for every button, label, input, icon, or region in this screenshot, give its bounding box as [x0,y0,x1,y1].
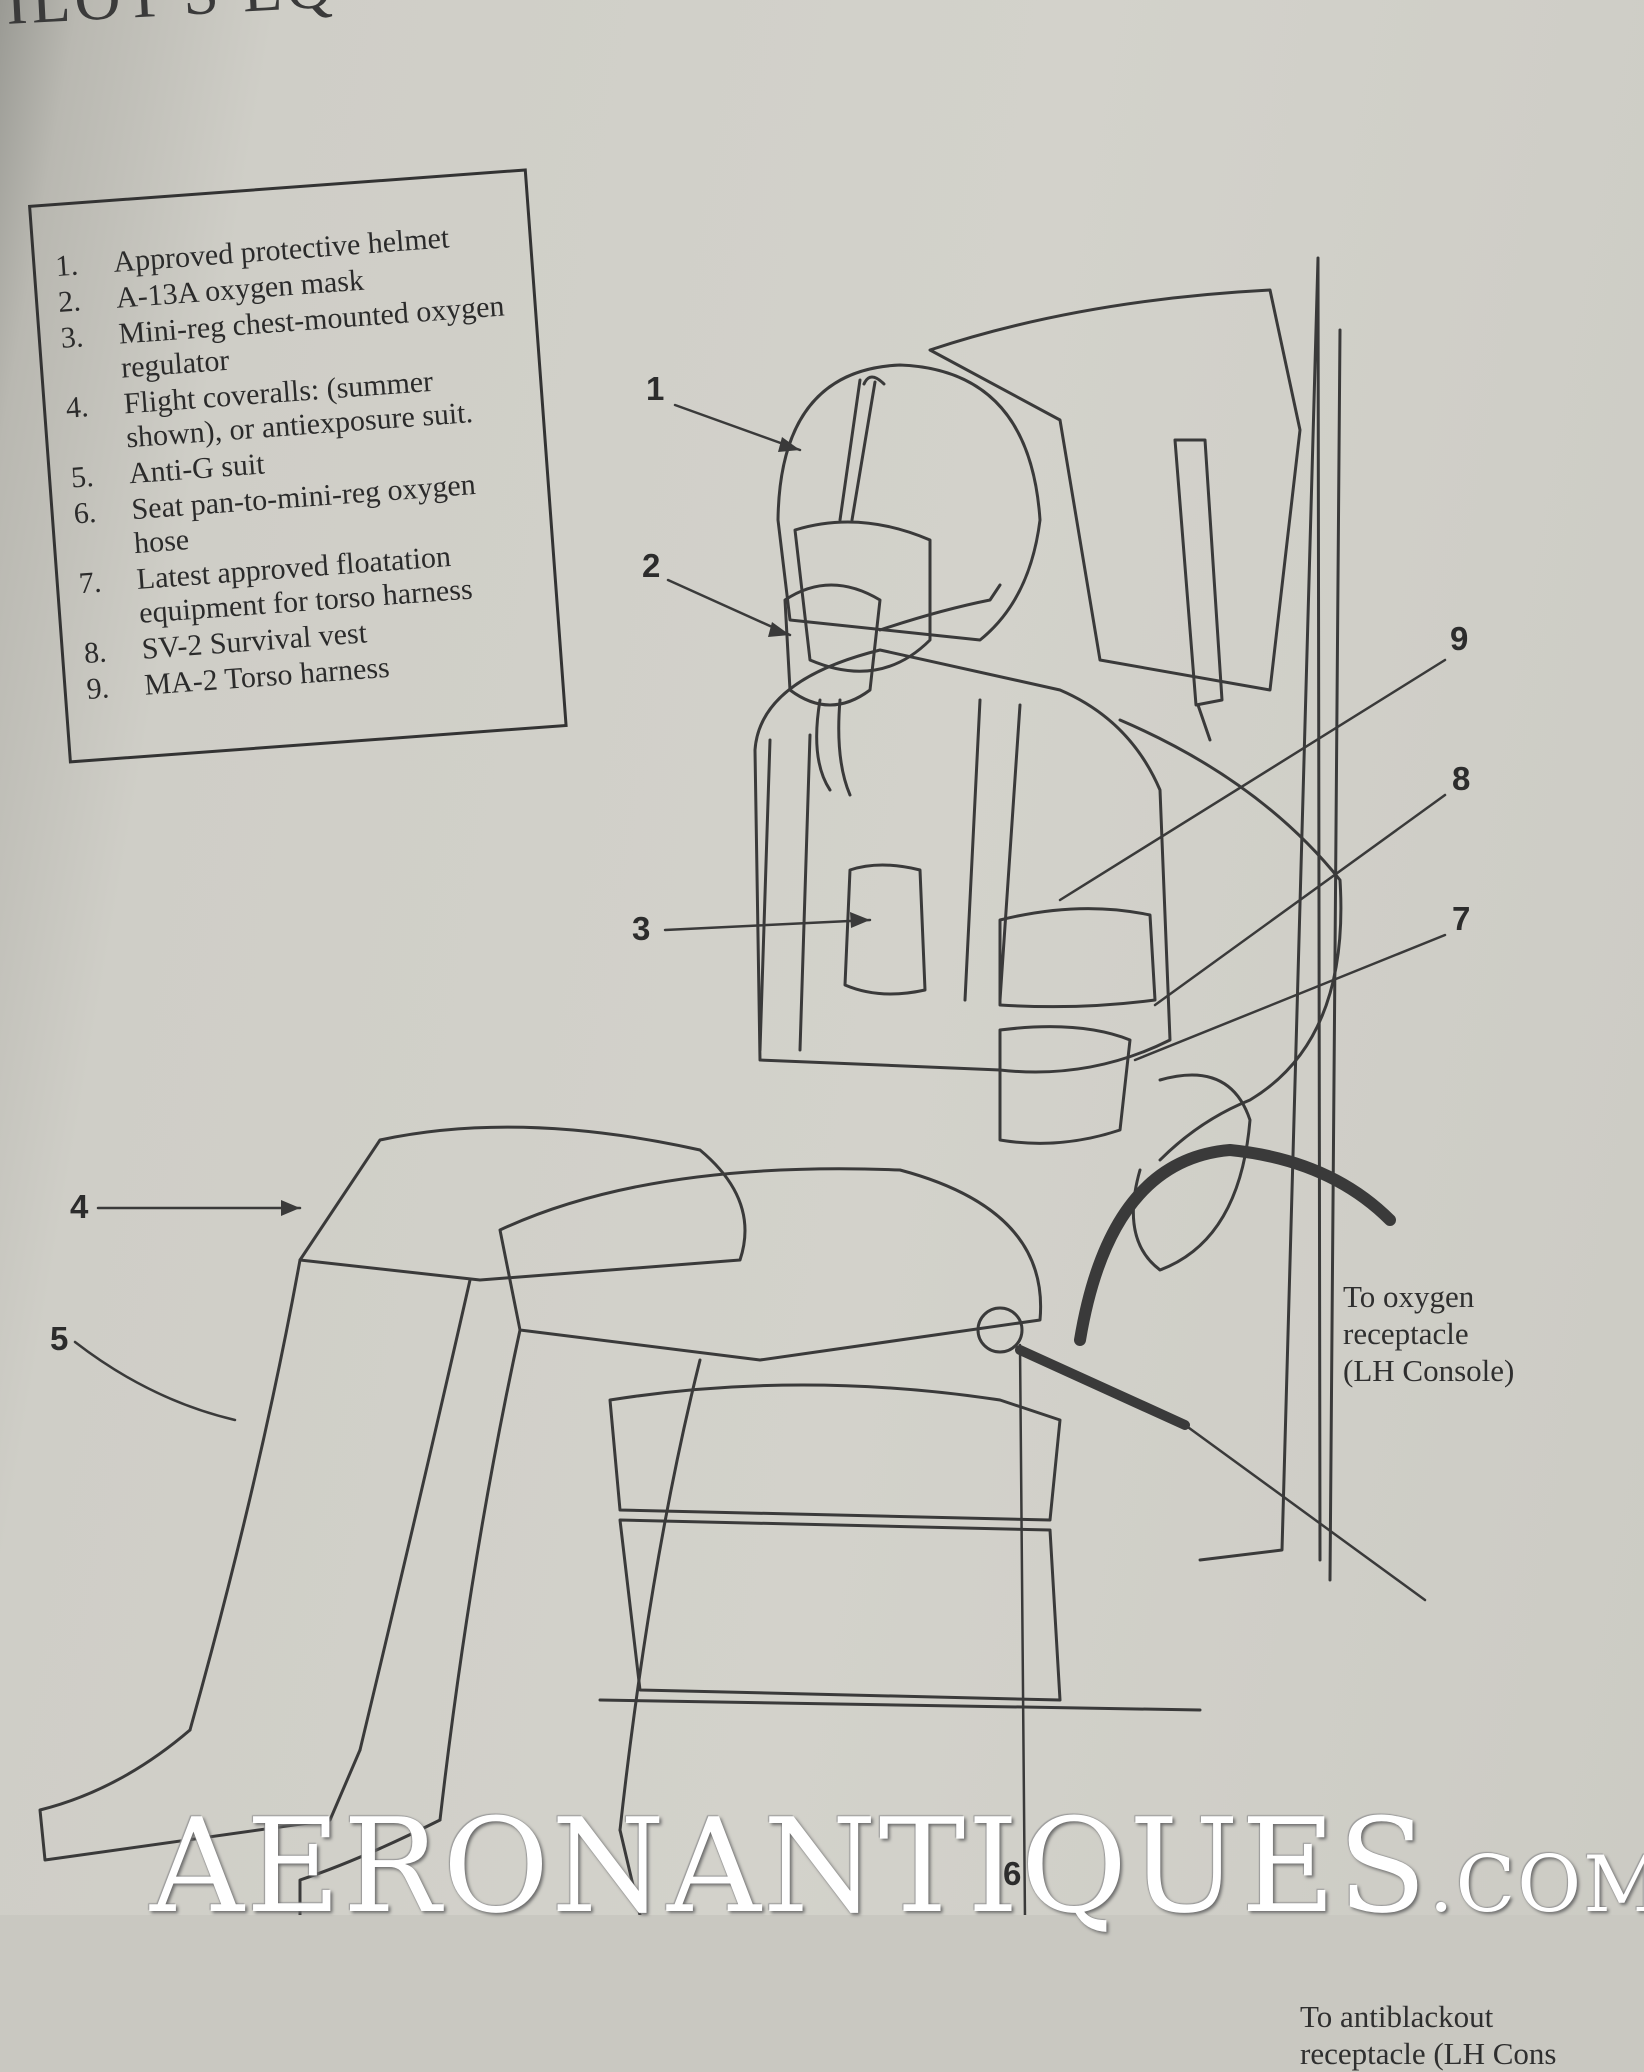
leader-line-1 [673,403,802,452]
leader-line-2 [666,578,792,637]
callout-5: 5 [50,1320,68,1357]
right-boot [298,1818,642,1915]
antiblackout-hose [1015,1345,1190,1430]
leader-line-7 [1133,933,1447,1062]
mask-hose [815,698,852,797]
right-arm-outline [1118,718,1343,1162]
antiblackout-receptacle-note: To antiblackout receptacle (LH Cons [1300,1999,1557,2071]
arrowhead-4 [281,1200,300,1216]
right-thigh-outline [498,1167,1043,1362]
left-boot [38,1728,362,1862]
oxygen-receptacle-note: To oxygen receptacle (LH Console) [1343,1279,1515,1388]
seat-back-outline [1198,256,1342,1582]
arrowhead-3 [850,912,870,928]
survival-vest-pouch [998,907,1157,1009]
oxygen-mask-outline [783,583,882,707]
left-thigh-outline [298,1125,747,1282]
helmet-outline [776,363,1042,642]
hose-connector [976,1306,1024,1354]
mask-strap [878,583,1002,632]
leader-line-3 [663,918,872,932]
callout-3: 3 [632,910,650,947]
callout-4: 4 [70,1188,89,1225]
arrowhead-2 [768,622,790,637]
leader-line-5 [73,1340,237,1422]
callout-8: 8 [1452,760,1470,797]
harness-strap-left [758,733,812,1052]
floatation-unit [998,1025,1132,1145]
headrest-outline [928,288,1302,692]
arrowhead-1 [778,437,800,452]
chest-regulator [843,863,927,996]
seat-pan-cushion [608,1383,1062,1522]
leader-line-6 [1018,1343,1027,1915]
watermark-suffix: .COM [1428,1840,1644,1930]
callout-7: 7 [1452,900,1470,937]
helmet-visor-track [838,378,877,522]
helmet-top-knob [862,375,886,386]
seat-pan-base [598,1518,1202,1712]
callout-2: 2 [642,547,660,584]
right-lower-leg [438,1328,702,1832]
left-lower-leg [188,1258,472,1752]
leader-line-antiblackout [1183,1423,1427,1602]
glove-outline [1131,1073,1252,1272]
watermark-logo: AERONANTIQUES.COM [150,1790,1644,1942]
leader-line-9 [1058,658,1447,902]
callout-6: 6 [1003,1855,1021,1892]
watermark-main: AERONANTIQUES [150,1790,1429,1942]
callout-9: 9 [1450,620,1468,657]
seat-cylinder [1173,438,1224,742]
leader-line-8 [1153,793,1447,1007]
harness-strap-right [963,698,1022,1002]
torso-outline [753,648,1172,1074]
pilot-equipment-illustration: 1 2 3 4 5 6 7 8 9 [38,256,1470,1915]
face-outline [793,520,932,673]
oxygen-hose [1074,1144,1396,1346]
callout-1: 1 [646,370,664,407]
